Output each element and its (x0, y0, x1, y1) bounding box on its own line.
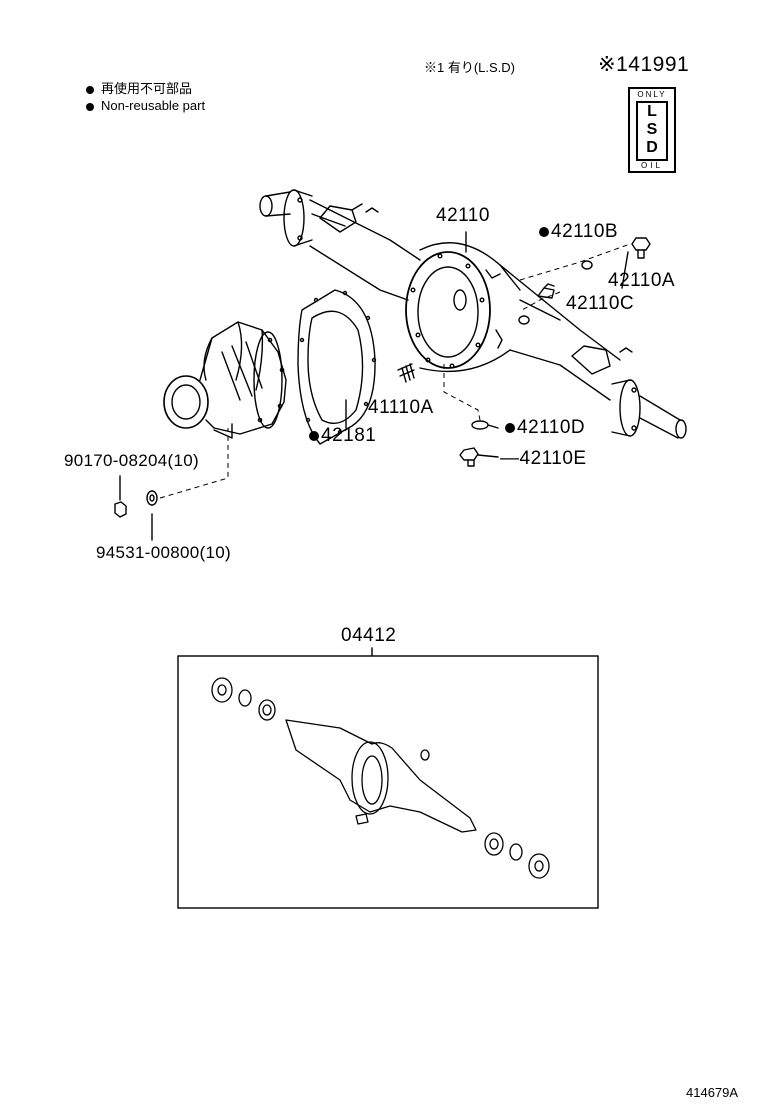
legend-en-text: Non-reusable part (101, 98, 206, 113)
part-label-41110A[interactable]: 41110A (368, 397, 434, 418)
part-label-42110B[interactable]: 42110B (539, 222, 618, 241)
part-42110D-text: 42110D (517, 417, 586, 438)
nut-90170-icon (114, 501, 127, 518)
kit-parts-illustration (211, 677, 550, 879)
non-reusable-bullet-icon (309, 430, 319, 441)
washer-94531-icon (146, 490, 158, 506)
lsd-note: ※1 有り(L.S.D) (424, 60, 516, 75)
badge-top-text: ONLY (637, 90, 667, 99)
badge-letter-l: L (647, 103, 657, 120)
badge-letter-s: S (646, 121, 658, 138)
legend-en: Non-reusable part (86, 99, 205, 112)
differential-carrier-illustration (163, 321, 287, 439)
part-label-04412[interactable]: 04412 (341, 625, 397, 646)
axle-housing-illustration (259, 189, 687, 439)
part-label-42110[interactable]: 42110 (436, 205, 490, 226)
bullet-icon (86, 85, 94, 94)
badge-letter-d: D (646, 139, 658, 156)
washer-42110B-icon (581, 260, 593, 270)
part-42110E-text: 42110E (519, 448, 587, 469)
badge-bottom-text: OIL (641, 161, 663, 170)
lsd-oil-only-badge: ONLY L S D OIL (628, 87, 676, 173)
stud-illustration (397, 363, 415, 383)
part-42110B-text: 42110B (551, 221, 619, 242)
plug-42110E-icon (459, 447, 479, 467)
badge-letters: L S D (636, 101, 668, 161)
legend-ja: 再使用不可部品 (86, 82, 192, 95)
part-label-41991[interactable]: ※141991 (598, 53, 690, 76)
non-reusable-bullet-icon (539, 226, 549, 237)
non-reusable-bullet-icon (505, 422, 515, 433)
part-label-94531-00800[interactable]: 94531-00800(10) (96, 543, 231, 562)
part-label-42181[interactable]: 42181 (309, 426, 376, 445)
plug-42110A-icon (631, 237, 651, 259)
part-label-42110D[interactable]: 42110D (505, 418, 585, 437)
diagram-code: 414679A (686, 1085, 739, 1100)
breather-42110C-icon (537, 283, 555, 299)
gasket-42110D-icon (471, 420, 489, 430)
part-label-90170-08204[interactable]: 90170-08204(10) (64, 451, 199, 470)
part-label-42110C[interactable]: 42110C (566, 293, 635, 314)
kit-box (177, 655, 599, 909)
bullet-icon (86, 102, 94, 111)
gasket-illustration (297, 289, 377, 445)
part-label-42110A[interactable]: 42110A (608, 270, 676, 291)
part-label-42110E[interactable]: —42110E (500, 448, 587, 469)
part-42181-text: 42181 (321, 425, 377, 446)
legend-ja-text: 再使用不可部品 (101, 81, 193, 96)
